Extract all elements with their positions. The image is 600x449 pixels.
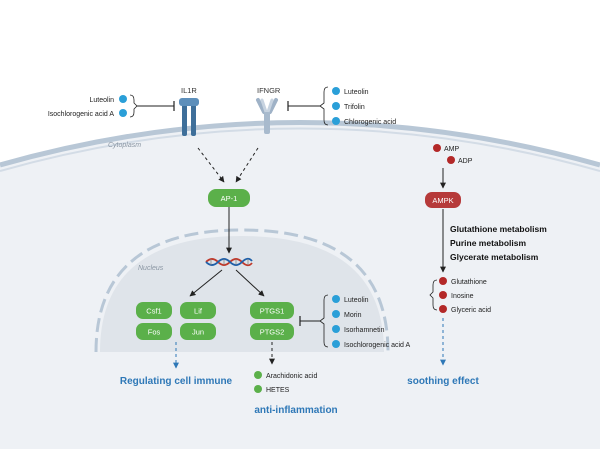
nucleus-label: Nucleus [138,265,164,272]
il1r-inhibitor-1: Isochlorogenic acid A [48,111,114,118]
adp-dot [447,156,455,164]
cytoplasm-label: Cytoplasm [108,142,141,149]
nucleus-region [100,236,384,352]
adp-label: ADP [458,158,473,165]
compound-dot [332,325,340,333]
dna-icon [205,257,253,267]
metabolite-1: Inosine [451,293,474,300]
ptgs2-label: PTGS2 [260,328,285,337]
compound-dot [332,340,340,348]
metabolism-2: Glycerate metabolism [450,252,539,262]
gene-node [180,302,216,319]
gene-label: Jun [192,328,204,337]
ap1-node [208,189,250,207]
il1r-to-ap1-arrow [197,147,225,183]
amp-dot [433,144,441,152]
ampk-node [425,192,461,208]
nuclear-envelope [94,228,390,353]
product-0: Arachidonic acid [266,373,317,380]
metabolism-0: Glutathione metabolism [450,224,547,234]
inflammation-outcome: anti-inflammation [254,405,337,416]
il1r-label: IL1R [181,86,197,95]
metabolite-dot [439,291,447,299]
compound-dot [119,95,127,103]
ifngr-to-ap1-arrow [235,147,259,183]
metabolism-1: Purine metabolism [450,238,526,248]
product-dot [254,371,262,379]
compound-dot [332,310,340,318]
il1r-inhibitor-group: Luteolin Isochlorogenic acid A [48,94,175,118]
product-1: HETES [266,387,290,394]
immune-outcome: Regulating cell immune [120,376,233,387]
compound-dot [332,102,340,110]
compound-dot [332,295,340,303]
soothing-outcome: soothing effect [407,376,479,387]
dna-to-ptgs-arrow [235,269,265,297]
ptgs1-node [250,302,294,319]
ifngr-inhibitor-1: Trifolin [344,104,365,111]
ifngr-inhibitor-0: Luteolin [344,89,369,96]
product-dot [254,385,262,393]
ifngr-inhibitor-2: Chlorogenic acid [344,119,396,126]
ptgs-inhibitor-0: Luteolin [344,297,369,304]
ptgs1-label: PTGS1 [260,307,285,316]
amp-label: AMP [444,146,460,153]
gene-node [180,323,216,340]
metabolite-dot [439,277,447,285]
dna-to-genes-arrow [189,269,223,297]
metabolite-dot [439,305,447,313]
ptgs-inhibitor-2: Isorhamnetin [344,327,385,334]
gene-label: Csf1 [146,307,161,316]
compound-dot [119,109,127,117]
ptgs-inhibitor-3: Isochlorogenic acid A [344,342,410,349]
metabolite-0: Glutathione [451,279,487,286]
ptgs-inhibitor-group: Luteolin Morin Isorhamnetin Isochlorogen… [299,294,410,349]
gene-node [136,323,172,340]
ap1-label: AP-1 [221,194,238,203]
il1r-receptor-icon [179,98,199,136]
ptgs2-node [250,323,294,340]
ifngr-label: IFNGR [257,86,281,95]
compound-dot [332,117,340,125]
compound-dot [332,87,340,95]
ifngr-receptor-icon [256,98,278,134]
gene-label: Fos [148,328,161,337]
ptgs-inhibitor-1: Morin [344,312,362,319]
metabolite-2: Glyceric acid [451,307,491,314]
gene-node [136,302,172,319]
il1r-inhibitor-0: Luteolin [89,97,114,104]
ifngr-inhibitor-group: Luteolin Trifolin Chlorogenic acid [287,86,396,126]
gene-label: Lif [194,307,203,316]
metabolite-group: Glutathione Inosine Glyceric acid [429,277,491,314]
cell-membrane [0,120,600,168]
ampk-label: AMPK [432,196,453,205]
